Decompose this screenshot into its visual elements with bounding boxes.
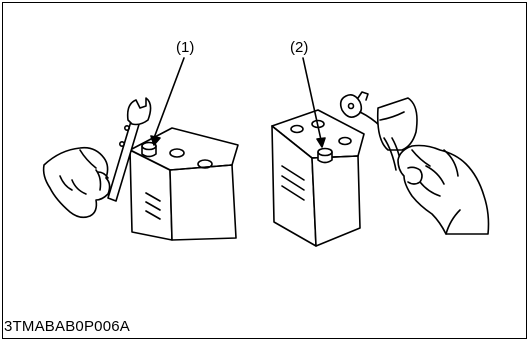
left-hand [44,148,110,218]
figure-code: 3TMABAB0P006A [4,318,130,335]
battery-right [272,110,364,246]
cable-terminal-icon [341,92,417,172]
callout-label-1: (1) [176,39,195,56]
callout-label-2: (2) [290,39,309,56]
callout-arrow-2 [303,58,325,147]
callout-arrow-1 [151,58,184,145]
battery-left [130,128,238,240]
right-hand [398,146,489,235]
wrench-icon [108,98,151,201]
